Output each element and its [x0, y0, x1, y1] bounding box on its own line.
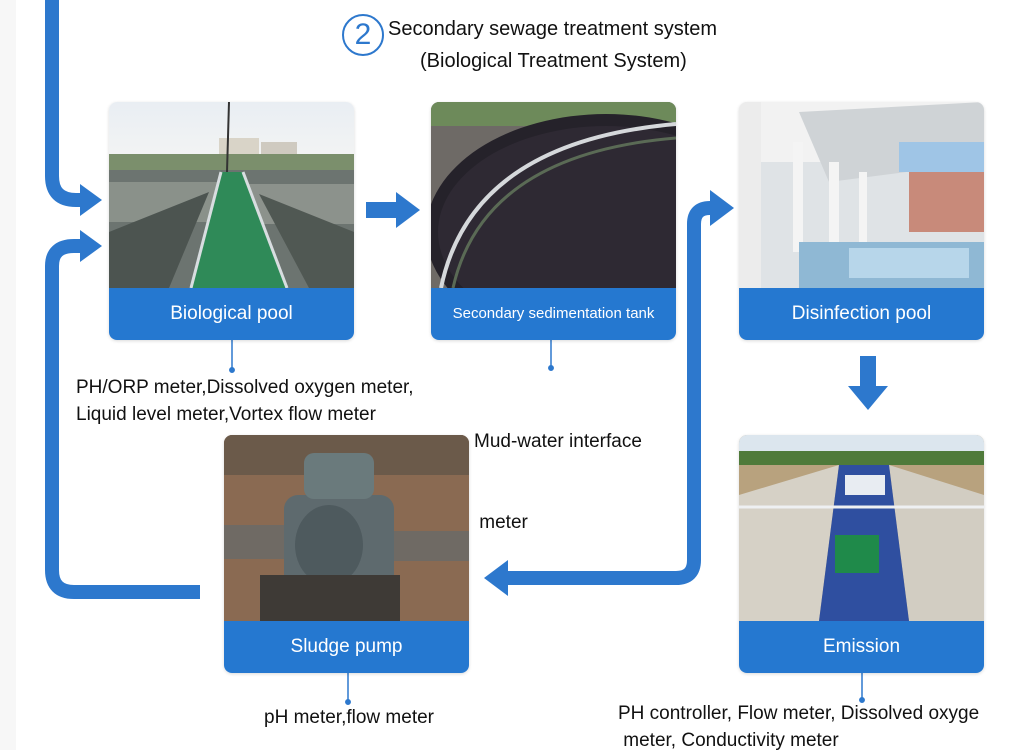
step-number-badge: 2	[342, 14, 384, 56]
sedimentation-tank-instruments: Mud-water interface meter	[474, 374, 642, 563]
sludge-return-arrowhead	[80, 230, 102, 262]
card-sludge-pump: Sludge pump	[224, 435, 469, 673]
disinfection-pool-label: Disinfection pool	[739, 288, 984, 340]
sludge-pump-arrowhead	[484, 560, 508, 596]
emission-instruments: PH controller, Flow meter, Dissolved oxy…	[618, 700, 1027, 754]
sedimentation-tank-photo	[431, 102, 676, 288]
sedimentation-tank-label: Secondary sedimentation tank	[431, 288, 676, 340]
disinfection-pool-photo	[739, 102, 984, 288]
sludge-pump-label: Sludge pump	[224, 621, 469, 673]
emission-instruments-line1: PH controller, Flow meter, Dissolved oxy…	[618, 703, 980, 724]
left-margin-strip	[0, 0, 16, 750]
inflow-arrowhead	[80, 184, 102, 216]
sludge-pump-instruments: pH meter,flow meter	[264, 704, 434, 731]
card-emission: Emission	[739, 435, 984, 673]
emission-photo	[739, 435, 984, 621]
biological-pool-label: Biological pool	[109, 288, 354, 340]
biological-pool-instruments-line1: PH/ORP meter,Dissolved oxygen meter,	[76, 377, 414, 398]
arrow-bio-to-sedimentation	[366, 192, 420, 228]
sludge-return-pipe	[45, 239, 200, 599]
sludge-pump-instruments-line1: pH meter,flow meter	[264, 707, 434, 728]
sedimentation-tank-instruments-line1: Mud-water interface	[474, 431, 642, 452]
emission-instruments-line2: meter, Conductivity meter	[618, 730, 839, 751]
card-biological-pool: Biological pool	[109, 102, 354, 340]
arrow-disinfection-to-emission	[848, 356, 888, 410]
sedimentation-to-disinfection-pipe	[506, 201, 714, 585]
card-secondary-sedimentation-tank: Secondary sedimentation tank	[431, 102, 676, 340]
biological-pool-instruments-line2: Liquid level meter,Vortex flow meter	[76, 404, 376, 425]
biological-pool-instruments: PH/ORP meter,Dissolved oxygen meter, Liq…	[76, 374, 414, 428]
sedimentation-tank-instruments-line2: meter	[474, 512, 528, 533]
card-disinfection-pool: Disinfection pool	[739, 102, 984, 340]
sludge-pump-photo	[224, 435, 469, 621]
title-sub: (Biological Treatment System)	[420, 50, 687, 72]
diagram-title: 2 Secondary sewage treatment system (Bio…	[340, 8, 760, 78]
emission-label: Emission	[739, 621, 984, 673]
biological-pool-photo	[109, 102, 354, 288]
title-main: Secondary sewage treatment system	[388, 18, 718, 40]
inflow-pipe	[45, 0, 84, 207]
disinfection-arrowhead	[710, 190, 734, 226]
